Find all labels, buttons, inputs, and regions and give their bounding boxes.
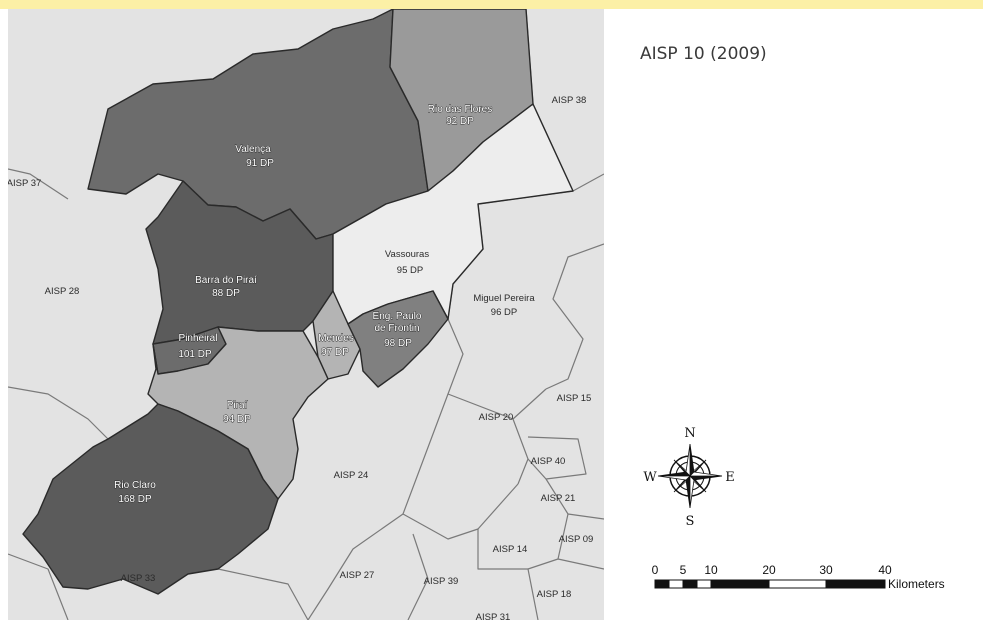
scale-tick-30: 30 xyxy=(819,563,833,577)
label-aisp-37: AISP 37 xyxy=(8,178,41,189)
label-mendes-dp: 97 DP xyxy=(321,347,349,358)
label-aisp-14: AISP 14 xyxy=(493,544,528,555)
compass-s: S xyxy=(686,514,695,528)
label-aisp-27: AISP 27 xyxy=(340,570,375,581)
label-pinheiral-dp: 101 DP xyxy=(178,349,212,360)
municipality-eng-paulo-de-frontin xyxy=(347,290,449,388)
label-miguel-pereira-dp: 96 DP xyxy=(491,307,517,318)
label-eng-paulo-dp: 98 DP xyxy=(384,338,412,349)
map-canvas: Valença 91 DP Rio das Flores 92 DP Barra… xyxy=(8,9,604,620)
label-aisp-20: AISP 20 xyxy=(479,412,514,423)
label-mendes-name: Mendes xyxy=(318,333,354,344)
label-aisp-21: AISP 21 xyxy=(541,493,576,504)
label-aisp-38: AISP 38 xyxy=(552,95,587,106)
label-aisp-24: AISP 24 xyxy=(334,470,369,481)
label-eng-paulo-line1: Eng. Paulo xyxy=(373,311,422,322)
scale-unit: Kilometers xyxy=(888,577,945,591)
neighbor-labels: AISP 38 AISP 37 AISP 28 AISP 15 AISP 20 … xyxy=(8,95,593,620)
municipality-rio-claro xyxy=(22,403,279,595)
compass-w: W xyxy=(643,470,657,485)
label-valenca-dp: 91 DP xyxy=(246,158,274,169)
scale-bar: 0 5 10 20 30 40 Kilometers xyxy=(652,563,945,591)
label-pirai-name: Piraí xyxy=(227,400,248,411)
aisp-10-municipalities xyxy=(22,9,574,595)
label-aisp-15: AISP 15 xyxy=(557,393,592,404)
compass-n: N xyxy=(684,426,695,441)
label-aisp-18: AISP 18 xyxy=(537,589,572,600)
label-aisp-33: AISP 33 xyxy=(121,573,156,584)
label-rio-claro-dp: 168 DP xyxy=(118,494,152,505)
label-aisp-39: AISP 39 xyxy=(424,576,459,587)
scale-tick-0: 0 xyxy=(652,563,659,577)
label-pirai-dp: 94 DP xyxy=(223,414,251,425)
label-aisp-28: AISP 28 xyxy=(45,286,80,297)
label-aisp-31: AISP 31 xyxy=(476,612,511,620)
municipality-labels: Valença 91 DP Rio das Flores 92 DP Barra… xyxy=(114,104,536,506)
scale-tick-10: 10 xyxy=(704,563,718,577)
label-aisp-09: AISP 09 xyxy=(559,534,594,545)
scale-tick-20: 20 xyxy=(762,563,776,577)
label-eng-paulo-line2: de Frontin xyxy=(374,323,419,334)
label-barra-do-pirai-name: Barra do Piraí xyxy=(195,275,257,286)
scale-tick-40: 40 xyxy=(878,563,892,577)
label-vassouras-name: Vassouras xyxy=(385,249,429,260)
label-pinheiral-name: Pinheiral xyxy=(179,333,218,344)
map-panel: Valença 91 DP Rio das Flores 92 DP Barra… xyxy=(8,9,604,620)
label-aisp-40: AISP 40 xyxy=(531,456,566,467)
label-valenca-name: Valença xyxy=(235,144,271,155)
compass-e: E xyxy=(725,470,735,485)
map-title: AISP 10 (2009) xyxy=(640,44,767,64)
label-miguel-pereira-name: Miguel Pereira xyxy=(473,293,535,304)
label-rio-das-flores-name: Rio das Flores xyxy=(428,104,492,115)
label-rio-das-flores-dp: 92 DP xyxy=(446,116,474,127)
label-rio-claro-name: Rio Claro xyxy=(114,480,156,491)
top-highlight-band xyxy=(0,0,983,9)
label-vassouras-dp: 95 DP xyxy=(397,265,423,276)
compass-rose-icon: N S E W xyxy=(643,426,735,528)
label-barra-do-pirai-dp: 88 DP xyxy=(212,288,240,299)
neighbor-boundaries xyxy=(8,9,604,620)
scale-tick-5: 5 xyxy=(680,563,687,577)
